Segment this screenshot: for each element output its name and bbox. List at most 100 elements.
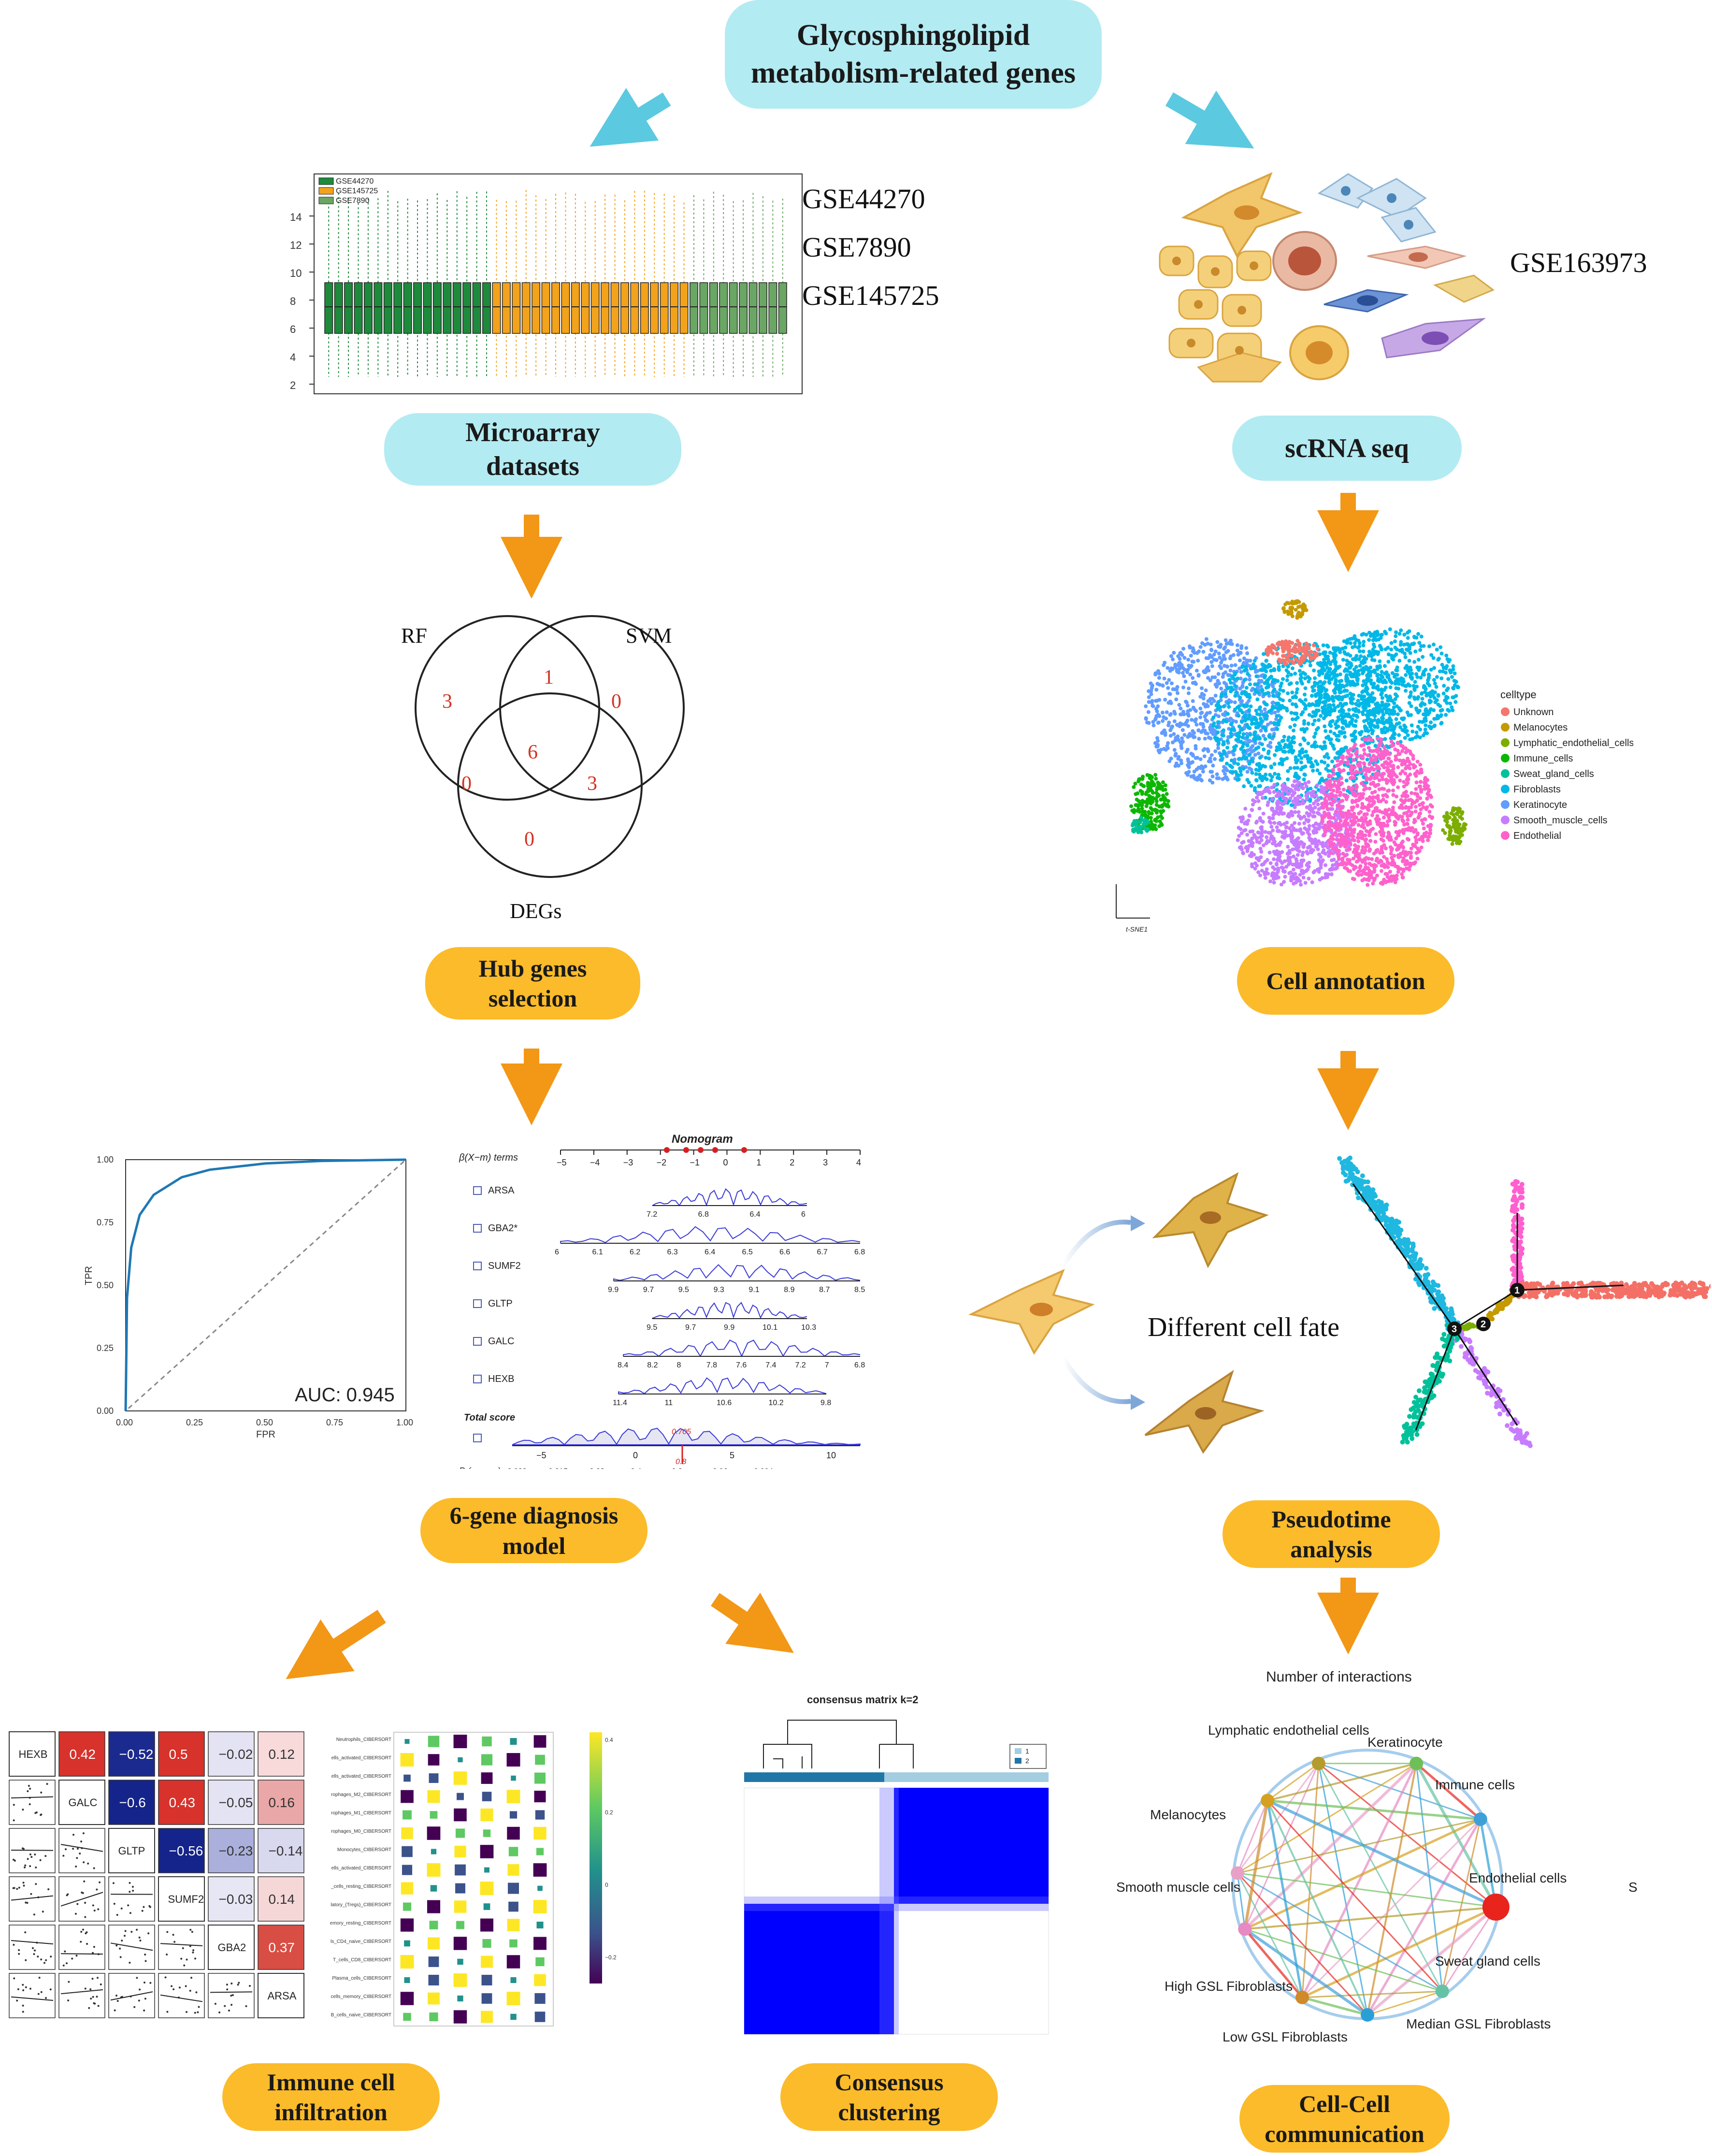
tsne-point — [1228, 668, 1233, 673]
tsne-point — [1410, 676, 1414, 680]
tsne-point — [1223, 713, 1227, 718]
tsne-point — [1407, 798, 1411, 803]
tsne-point — [1290, 690, 1295, 695]
tsne-point — [1340, 704, 1344, 708]
tsne-point — [1315, 844, 1319, 848]
tsne-point — [1240, 815, 1245, 819]
tsne-point — [1353, 636, 1357, 641]
tsne-point — [1264, 692, 1268, 696]
tsne-point — [1203, 704, 1208, 709]
tsne-point — [1352, 856, 1356, 861]
tsne-point — [1222, 765, 1226, 769]
tsne-point — [1246, 672, 1250, 676]
tsne-point — [1387, 716, 1392, 720]
tsne-point — [1328, 712, 1332, 717]
tsne-point — [1268, 741, 1273, 745]
tsne-point — [1293, 766, 1297, 770]
tsne-point — [1393, 639, 1397, 644]
tsne-point — [1374, 649, 1378, 654]
tsne-point — [1442, 684, 1446, 688]
tsne-point — [1414, 774, 1418, 778]
tsne-point — [1257, 806, 1262, 811]
tsne-point — [1223, 751, 1227, 756]
tsne-point — [1396, 741, 1400, 746]
tsne-point — [1157, 683, 1162, 687]
tsne-point — [1319, 785, 1324, 789]
tsne-point — [1393, 654, 1397, 658]
tsne-point — [1241, 766, 1246, 771]
tsne-point — [1424, 834, 1428, 838]
tsne-point — [1385, 860, 1390, 864]
tsne-point — [1334, 680, 1338, 684]
venn-count-svm-only: 0 — [611, 690, 621, 713]
tsne-point — [1279, 716, 1283, 720]
tsne-point — [1351, 675, 1355, 679]
tsne-point — [1363, 833, 1367, 837]
tsne-point — [1404, 689, 1408, 693]
tsne-point — [1293, 877, 1297, 881]
boxplot-box — [334, 282, 343, 334]
tsne-point — [1294, 779, 1298, 783]
tsne-point — [1253, 730, 1257, 734]
tsne-point — [1413, 791, 1417, 796]
tsne-point — [1144, 821, 1149, 826]
tsne-point — [1206, 676, 1210, 680]
tsne-point — [1380, 632, 1384, 637]
tsne-point — [1376, 710, 1380, 715]
tsne-point — [1432, 696, 1437, 700]
tsne-point — [1295, 844, 1299, 848]
tsne-point — [1135, 819, 1139, 823]
tsne-point — [1281, 654, 1285, 658]
tsne-point — [1364, 773, 1368, 777]
tsne-point — [1319, 841, 1323, 846]
tsne-point — [1436, 693, 1440, 697]
tsne-point — [1367, 746, 1371, 750]
tsne-point — [1414, 787, 1418, 791]
tsne-point — [1419, 845, 1424, 849]
tsne-point — [1286, 845, 1290, 849]
tsne-point — [1261, 713, 1266, 717]
tsne-point — [1361, 845, 1365, 849]
tsne-point — [1154, 776, 1158, 781]
tsne-point — [1295, 716, 1300, 720]
tsne-point — [1298, 795, 1302, 799]
tsne-point — [1268, 648, 1273, 652]
nomogram-marker — [698, 1147, 704, 1153]
tsne-point — [1215, 776, 1219, 780]
tsne-point — [1398, 725, 1402, 729]
tsne-point — [1285, 674, 1290, 678]
roc-line — [124, 1158, 406, 1411]
tsne-point — [1362, 761, 1366, 765]
tsne-point — [1330, 671, 1334, 676]
tsne-point — [1453, 816, 1457, 820]
tsne-point — [1297, 752, 1302, 757]
tsne-point — [1258, 717, 1263, 721]
tsne-point — [1167, 720, 1171, 725]
tsne-point — [1330, 858, 1334, 862]
tsne-point — [1200, 691, 1204, 696]
tsne-point — [1406, 682, 1410, 687]
tsne-point — [1263, 727, 1267, 732]
tsne-point — [1426, 838, 1430, 842]
tsne-point — [1363, 838, 1367, 843]
tsne-point — [1432, 708, 1436, 712]
tsne-point — [1395, 668, 1399, 673]
tsne-point — [1445, 819, 1449, 824]
tsne-point — [1366, 822, 1370, 827]
tsne-point — [1145, 720, 1150, 725]
tsne-point — [1419, 634, 1424, 639]
tsne-point — [1456, 685, 1460, 690]
tsne-point — [1313, 826, 1317, 831]
tsne-point — [1381, 810, 1385, 815]
tsne-point — [1294, 758, 1298, 762]
tsne-point — [1343, 794, 1348, 798]
tsne-point — [1422, 826, 1426, 831]
tsne-point — [1263, 737, 1267, 741]
cell-illustration — [1159, 172, 1495, 383]
tsne-point — [1311, 643, 1316, 647]
tsne-point — [1406, 818, 1410, 822]
tsne-point — [1323, 761, 1327, 765]
tsne-point — [1190, 718, 1194, 722]
tsne-point — [1391, 658, 1395, 662]
tsne-point — [1353, 742, 1357, 747]
